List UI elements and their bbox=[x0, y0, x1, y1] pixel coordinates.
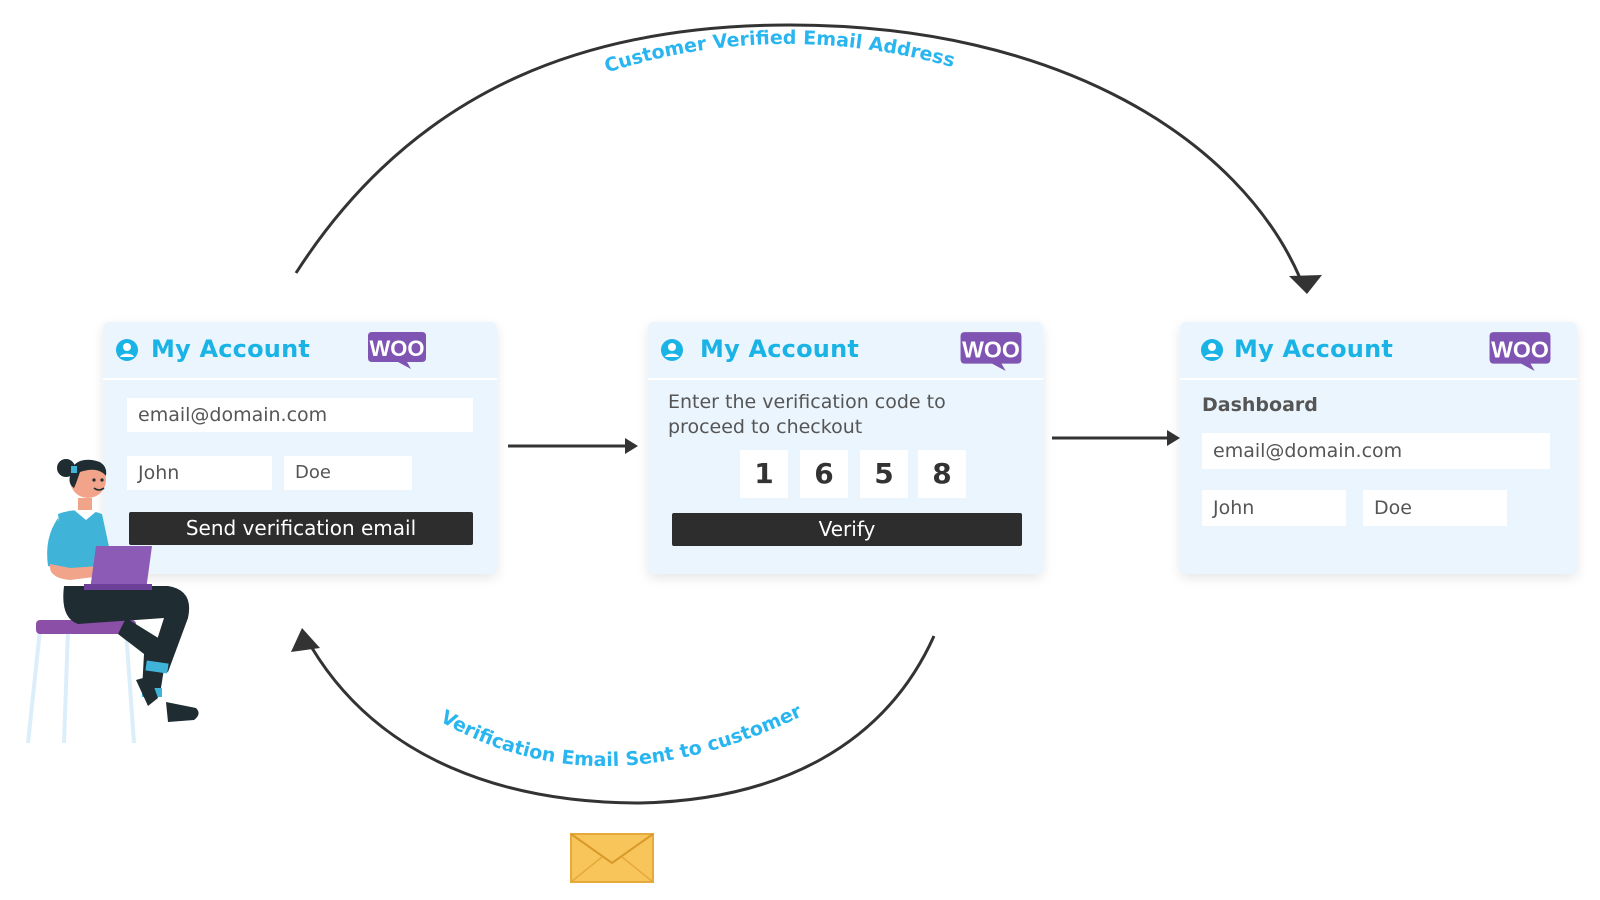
svg-text:WOO: WOO bbox=[1491, 336, 1549, 362]
card-title: My Account bbox=[151, 335, 311, 363]
woman-with-laptop-illustration bbox=[26, 459, 199, 744]
verification-instruction-line-2: proceed to checkout bbox=[668, 416, 863, 438]
email-field[interactable]: email@domain.com bbox=[1202, 433, 1550, 469]
arrow-2-head bbox=[1167, 430, 1180, 446]
card-header: My Account WOO bbox=[1180, 322, 1577, 380]
user-circle-icon bbox=[1201, 339, 1223, 361]
email-field[interactable]: email@domain.com bbox=[127, 398, 473, 432]
first-name-field[interactable]: John bbox=[127, 456, 272, 490]
send-verification-email-button[interactable]: Send verification email bbox=[129, 512, 473, 545]
first-name-field[interactable]: John bbox=[1202, 490, 1346, 526]
user-circle-icon bbox=[116, 339, 138, 361]
code-digit-2[interactable]: 6 bbox=[800, 450, 848, 498]
svg-text:WOO: WOO bbox=[370, 336, 425, 361]
code-digit-4[interactable]: 8 bbox=[918, 450, 966, 498]
code-digit-3[interactable]: 5 bbox=[860, 450, 908, 498]
card-title: My Account bbox=[1234, 335, 1394, 363]
code-digit-1[interactable]: 1 bbox=[740, 450, 788, 498]
arrow-1-head bbox=[625, 438, 638, 454]
envelope-icon bbox=[570, 833, 654, 883]
account-card-dashboard: My Account WOO Dashboard email@domain.co… bbox=[1180, 322, 1577, 574]
verify-button[interactable]: Verify bbox=[672, 513, 1022, 546]
bottom-arc bbox=[310, 635, 936, 805]
top-arc bbox=[294, 23, 1302, 279]
bottom-arc-label: Verification Email Sent to customer bbox=[437, 700, 806, 771]
card-header: My Account WOO bbox=[103, 322, 497, 380]
dashboard-heading: Dashboard bbox=[1202, 394, 1318, 416]
account-card-verify: My Account WOO Enter the verification co… bbox=[648, 322, 1043, 574]
svg-text:WOO: WOO bbox=[962, 336, 1020, 362]
user-circle-icon bbox=[661, 339, 683, 361]
last-name-field[interactable]: Doe bbox=[1363, 490, 1507, 526]
card-title: My Account bbox=[700, 335, 860, 363]
top-arc-arrowhead bbox=[1289, 275, 1322, 294]
card-header: My Account WOO bbox=[648, 322, 1043, 380]
woocommerce-logo: WOO bbox=[1489, 332, 1551, 371]
account-card-signup: My Account WOO email@domain.com John Doe… bbox=[103, 322, 497, 574]
last-name-field[interactable]: Doe bbox=[284, 456, 412, 490]
woocommerce-logo: WOO bbox=[960, 332, 1022, 371]
verification-instruction-line-1: Enter the verification code to bbox=[668, 391, 946, 413]
woocommerce-logo: WOO bbox=[368, 332, 426, 369]
bottom-arc-arrowhead bbox=[291, 628, 320, 652]
